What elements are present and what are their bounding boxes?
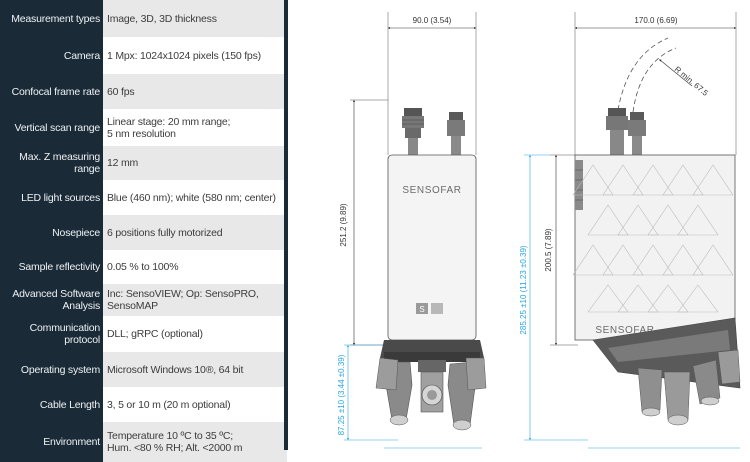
spec-value: 60 fps — [103, 74, 287, 109]
badge-icon — [431, 303, 443, 314]
side-width-dimension: 170.0 (6.69) — [634, 16, 677, 25]
spec-label: Communication protocol — [0, 316, 103, 352]
cable-connector-icon — [606, 108, 646, 155]
side-total-dimension: 285.25 ±10 (11.23 ±0.39) — [519, 245, 528, 334]
brand-logo: SENSOFAR — [402, 185, 461, 196]
spec-value: 1 Mpx: 1024x1024 pixels (150 fps) — [107, 49, 261, 62]
spec-value: Image, 3D, 3D thickness — [103, 0, 287, 37]
badge-icon — [416, 303, 428, 314]
spec-label: LED light sources — [0, 180, 103, 215]
spec-row: Advanced Software Analysis Inc: SensoVIE… — [0, 284, 287, 316]
spec-label: Max. Z measuring range — [0, 146, 103, 180]
objective-lens-icon — [717, 349, 741, 385]
technical-drawing: 90.0 (3.54) 251.2 (9.89) 87.25 ±10 (3.44… — [337, 12, 741, 449]
spec-row: LED light sources Blue (460 nm); white (… — [0, 180, 287, 215]
objective-lens-icon — [375, 357, 487, 391]
spec-label: Camera — [0, 37, 103, 74]
housing-pattern — [572, 164, 734, 313]
badge-letter: S — [419, 305, 424, 314]
spec-row: Confocal frame rate 60 fps — [0, 74, 287, 109]
spec-value: 6 positions fully motorized — [103, 215, 287, 250]
spec-value: Microsoft Windows 10®, 64 bit — [103, 352, 287, 387]
cable-connector-icon — [402, 108, 424, 156]
spec-value: 12 mm — [103, 146, 287, 180]
bend-radius-dimension: R min. 67.5 — [673, 65, 711, 99]
spec-label: Measurement types — [0, 0, 103, 37]
front-height-dimension: 251.2 (9.89) — [339, 203, 348, 246]
spec-row: Communication protocol DLL; gRPC (option… — [0, 316, 287, 352]
spec-row: Sample reflectivity 0.05 % to 100% — [0, 250, 287, 284]
spec-row: Max. Z measuring range 12 mm — [0, 146, 287, 180]
spec-value: Linear stage: 20 mm range; 5 nm resoluti… — [107, 115, 231, 140]
spec-label: Nosepiece — [0, 215, 103, 250]
spec-row: Camera 1 Mpx: 1024x1024 pixels (150 fps) — [0, 37, 287, 74]
spec-label: Confocal frame rate — [0, 74, 103, 109]
brand-logo: SENSOFAR — [595, 325, 654, 336]
front-width-dimension: 90.0 (3.54) — [413, 16, 452, 25]
front-view: 90.0 (3.54) 251.2 (9.89) 87.25 ±10 (3.44… — [337, 12, 487, 449]
panel-divider — [284, 0, 288, 450]
spec-row: Environment Temperature 10 ºC to 35 ºC; … — [0, 422, 287, 462]
side-height-dimension: 200.5 (7.89) — [544, 228, 553, 271]
spec-value: Inc: SensoVIEW; Op: SensoPRO, SensoMAP — [103, 284, 287, 316]
spec-value: Temperature 10 ºC to 35 ºC; Hum. <80 % R… — [103, 422, 287, 462]
cable-connector-icon — [447, 112, 465, 156]
specs-table: Measurement types Image, 3D, 3D thicknes… — [0, 0, 287, 462]
front-lower-dimension: 87.25 ±10 (3.44 ±0.39) — [337, 354, 346, 435]
spec-label: Environment — [0, 422, 103, 462]
spec-row: Vertical scan range Linear stage: 20 mm … — [0, 109, 287, 146]
spec-row: Measurement types Image, 3D, 3D thicknes… — [0, 0, 287, 37]
objective-lens-icon — [637, 367, 663, 417]
objective-lens-icon — [692, 359, 721, 406]
spec-label: Sample reflectivity — [0, 250, 103, 284]
spec-label: Vertical scan range — [0, 109, 103, 146]
spec-label: Operating system — [0, 352, 103, 387]
spec-row: Cable Length 3, 5 or 10 m (20 m optional… — [0, 387, 287, 422]
objective-lens-icon — [663, 371, 691, 426]
spec-value: Blue (460 nm); white (580 nm; center) — [107, 191, 276, 204]
spec-label: Advanced Software Analysis — [0, 284, 103, 316]
spec-row: Nosepiece 6 positions fully motorized — [0, 215, 287, 250]
spec-value: 3, 5 or 10 m (20 m optional) — [107, 398, 231, 411]
vent-strip — [575, 160, 583, 210]
objective-lens-icon — [418, 360, 446, 413]
spec-row: Operating system Microsoft Windows 10®, … — [0, 352, 287, 387]
spec-value: DLL; gRPC (optional) — [107, 328, 203, 340]
spec-value: 0.05 % to 100% — [107, 261, 179, 273]
side-view: 170.0 (6.69) R min. 67.5 200.5 (7.89) 28… — [519, 12, 741, 449]
spec-label: Cable Length — [0, 387, 103, 422]
